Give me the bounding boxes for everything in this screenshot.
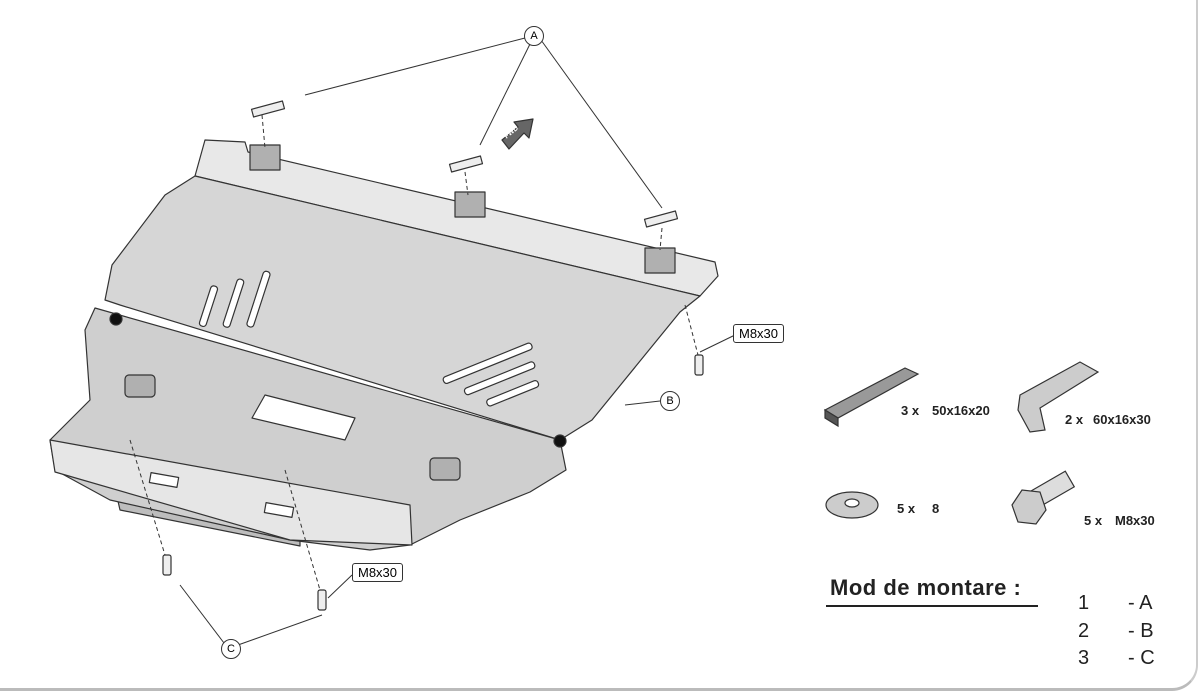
step-number: 2 — [1078, 620, 1090, 642]
fwd-arrow-icon — [501, 118, 534, 150]
part-qty: 5 x — [897, 501, 916, 516]
hex-bolt-icon — [1011, 470, 1076, 525]
callout-b: B — [660, 391, 680, 411]
part-size: 8 — [932, 501, 940, 516]
bracket-clip-icon — [1017, 361, 1100, 433]
mounting-title: Mod de montare : — [830, 575, 1022, 600]
bolt-label-bottom: M8x30 — [352, 563, 404, 582]
step-ref: - A — [1128, 592, 1153, 614]
callout-a: A — [524, 26, 544, 46]
step-ref: - C — [1128, 647, 1155, 669]
upper-panel — [104, 175, 701, 441]
part-qty: 3 x — [901, 403, 920, 418]
part-qty: 5 x — [1084, 513, 1103, 528]
step-number: 3 — [1078, 647, 1090, 669]
step-number: 1 — [1078, 592, 1090, 614]
callout-c: C — [221, 639, 241, 659]
mounting-title-underline — [826, 605, 1038, 607]
part-size: 50x16x20 — [932, 403, 990, 418]
bolt-label-right: M8x30 — [733, 324, 785, 343]
part-size: 60x16x30 — [1093, 412, 1151, 427]
part-qty: 2 x — [1065, 412, 1084, 427]
step-ref: - B — [1128, 620, 1154, 642]
center-cutout — [251, 394, 356, 441]
part-size: M8x30 — [1115, 513, 1155, 528]
front-lip — [49, 439, 413, 546]
